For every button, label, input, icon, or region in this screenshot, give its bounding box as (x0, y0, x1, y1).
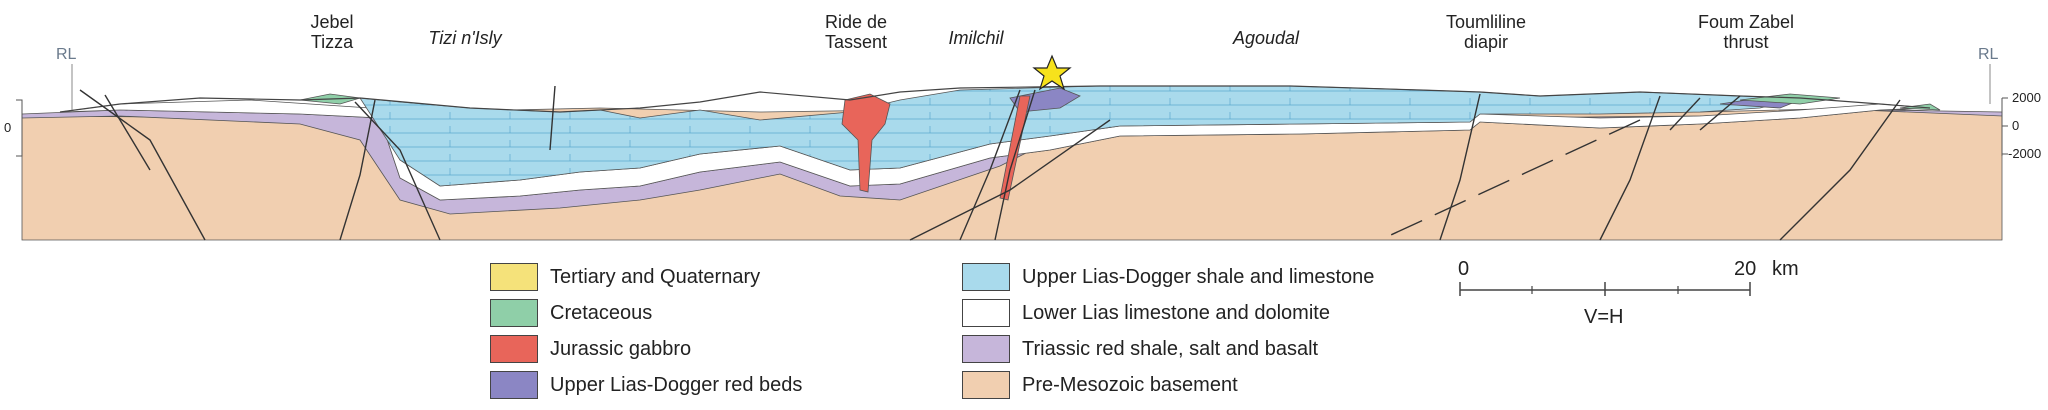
legend-swatch-shale-limestone (962, 263, 1010, 291)
legend-item-shale-limestone: Upper Lias-Dogger shale and limestone (962, 262, 1374, 292)
scale-end: 20 (1734, 258, 1757, 280)
right-axis-tick-0: 0 (2012, 118, 2020, 133)
legend-swatch-basement (962, 371, 1010, 399)
reference-level-right: RL (1978, 46, 1999, 63)
legend-item-cretaceous: Cretaceous (490, 298, 652, 328)
place-label-tizi-n-isly: Tizi n'Isly (428, 28, 502, 48)
legend-swatch-red-beds (490, 371, 538, 399)
left-axis-zero: 0 (4, 120, 12, 135)
cross-section (16, 54, 2008, 241)
gabbro-body (841, 93, 1031, 201)
legend-swatch-tertiary (490, 263, 538, 291)
legend-swatch-cretaceous (490, 299, 538, 327)
legend-swatch-gabbro (490, 335, 538, 363)
topography-line (59, 85, 1931, 113)
star-marker (1032, 54, 1072, 91)
legend-swatch-lower-lias (962, 299, 1010, 327)
right-axis (2001, 97, 2008, 156)
faults (79, 85, 1901, 241)
reference-level-left: RL (56, 46, 77, 63)
legend-item-red-beds: Upper Lias-Dogger red beds (490, 370, 802, 400)
scale-unit: km (1772, 258, 1799, 280)
right-axis-tick-minus-2000: -2000 (2008, 146, 2042, 161)
legend-item-tertiary: Tertiary and Quaternary (490, 262, 760, 292)
legend-item-lower-lias: Lower Lias limestone and dolomite (962, 298, 1330, 328)
left-axis (16, 99, 23, 157)
scale-note: V=H (1584, 306, 1624, 328)
scale-bar: 0 20 km V=H (1458, 258, 1799, 338)
scale-line (1459, 282, 1751, 296)
right-axis-tick-2000: 2000 (2012, 90, 2041, 105)
legend-swatch-triassic (962, 335, 1010, 363)
place-label-agoudal: Agoudal (1232, 28, 1300, 48)
place-label-imilchil: Imilchil (948, 28, 1004, 48)
legend-item-basement: Pre-Mesozoic basement (962, 370, 1238, 400)
legend-item-gabbro: Jurassic gabbro (490, 334, 691, 364)
scale-start: 0 (1458, 258, 1470, 280)
reference-level-markers (71, 64, 1991, 110)
legend-item-triassic: Triassic red shale, salt and basalt (962, 334, 1318, 364)
